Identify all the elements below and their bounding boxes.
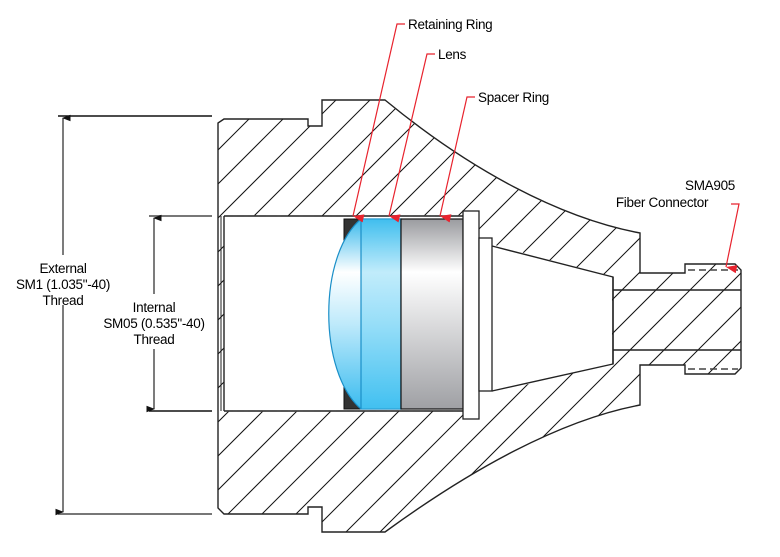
spacer-ring	[400, 218, 464, 410]
hatch-line	[385, 100, 741, 532]
lens-edge	[361, 219, 401, 409]
retaining-ring-label: Retaining Ring	[408, 17, 492, 32]
lens-label: Lens	[438, 47, 467, 62]
external-thread-label-2: SM1 (1.035"-40)	[16, 277, 110, 292]
hatch-line	[453, 100, 741, 532]
adapter-body-outline	[217, 99, 742, 533]
spacer-ring-label: Spacer Ring	[478, 90, 549, 105]
inner-step-flange	[462, 210, 480, 420]
sma-label-2: Fiber Connector	[616, 195, 709, 210]
hatch-line	[760, 0, 780, 557]
hatch-line	[589, 100, 741, 532]
hatch-line	[218, 100, 607, 532]
internal-thread-label-1: Internal	[133, 300, 176, 315]
cone-bore	[491, 245, 614, 392]
hatch-line	[249, 100, 741, 532]
hatch-line	[351, 100, 741, 532]
hatch-line	[725, 100, 741, 532]
retaining-ring-leader	[352, 23, 405, 223]
hatch-line	[218, 100, 741, 532]
internal-thread-label-2: SM05 (0.535"-40)	[103, 316, 204, 331]
sma-label-1: SMA905	[685, 178, 735, 193]
fiber-channel	[612, 277, 741, 364]
external-thread-label-3: Thread	[43, 293, 84, 308]
inner-step-flange-2	[478, 237, 493, 392]
spacer-ring-leader	[439, 96, 475, 223]
internal-thread-label-3: Thread	[134, 332, 175, 347]
hatch-line	[657, 100, 741, 532]
lens-leader	[388, 53, 435, 223]
external-thread-label-1: External	[39, 261, 86, 276]
sma-leader	[725, 203, 740, 274]
